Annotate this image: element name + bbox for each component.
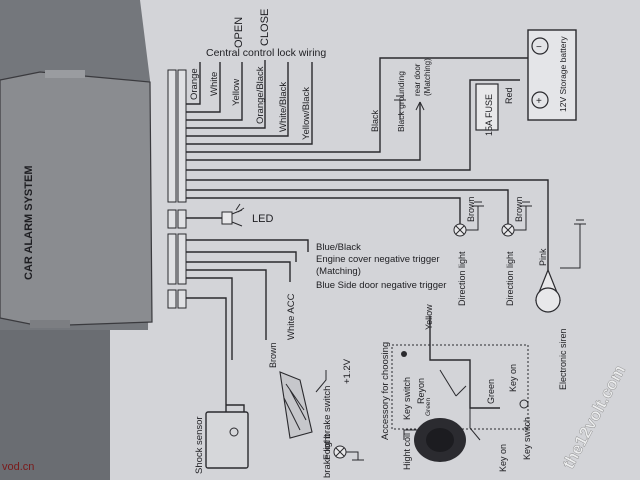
pink-wire-label: Pink	[538, 248, 548, 266]
header-labels: OPEN CLOSE Central control lock wiring	[206, 9, 326, 59]
brake-labels: +1.2V Foot brake switch brake light	[322, 358, 353, 478]
acc-labels: White ACC Brown	[268, 293, 297, 368]
corner-watermark: vod.cn	[2, 461, 34, 473]
key-switch-bottom-label: Key switch	[522, 417, 532, 460]
shock-sensor	[205, 405, 249, 469]
trigger-wires	[186, 239, 309, 405]
foot-brake-label: Foot brake switch	[322, 386, 333, 460]
battery-minus-sign: −	[536, 42, 542, 53]
power-labels: Black Black grounding rear door (Matchin…	[370, 58, 514, 132]
brown-label-1: Brown	[466, 196, 476, 222]
storage-battery: − + 12V Storage battery	[527, 29, 577, 121]
wire-label-orange-black: Orange/Black	[255, 66, 266, 124]
black-wire-label: Black	[370, 109, 380, 132]
red-wire-label: Red	[504, 87, 514, 104]
brown-label-2: Brown	[514, 196, 524, 222]
led-indicator: LED	[186, 203, 273, 227]
brown-acc-label: Brown	[268, 342, 278, 368]
shock-sensor-label: Shock sensor	[194, 416, 205, 474]
blue-black-label: Blue/Black	[316, 242, 361, 253]
direction-light-circuit	[186, 179, 549, 250]
black-grounding-label: Black grounding	[396, 71, 406, 132]
fuse-15a: 15A FUSE	[475, 83, 499, 136]
blue-side-door-label: Blue Side door negative trigger	[316, 280, 446, 291]
key-on-label-1: Key on	[508, 364, 518, 392]
power-wires	[186, 57, 530, 171]
central-lock-label: Central control lock wiring	[206, 47, 326, 59]
wire-label-orange: Orange	[189, 68, 200, 100]
trigger-labels: Blue/Black Engine cover negative trigger…	[316, 242, 446, 291]
high-coil-label: Hight coil	[402, 433, 412, 470]
wire-label-yellow: Yellow	[231, 79, 242, 106]
engine-cover-label: Engine cover negative trigger	[316, 254, 440, 265]
module-title: CAR ALARM SYSTEM	[23, 166, 35, 280]
green-small-label: Green	[425, 398, 432, 416]
rear-door-label: rear door	[413, 63, 422, 96]
direction-light-label-2: Direction light	[505, 251, 515, 306]
electronic-siren-label: Electronic siren	[558, 328, 568, 390]
connector-blocks	[167, 69, 187, 309]
lock-wire-labels: Orange White Yellow Orange/Black White/B…	[189, 66, 312, 140]
brake-light-label: brake light	[322, 434, 333, 478]
rear-door-matching-label: (Matching)	[423, 58, 432, 96]
alarm-module: CAR ALARM SYSTEM	[0, 70, 153, 328]
yellow-wire-label: Yellow	[424, 304, 434, 330]
direction-light-label-1: Direction light	[457, 251, 467, 306]
reyon-label: Reyon	[416, 378, 426, 404]
key-switch-relay	[391, 316, 529, 441]
battery-plus-terminal	[531, 91, 549, 109]
fuse-label: 15A FUSE	[484, 94, 494, 136]
wire-label-white: White	[209, 72, 220, 96]
close-label: CLOSE	[259, 9, 271, 46]
voltage-label: +1.2V	[342, 358, 353, 384]
engine-cover-matching-label: (Matching)	[316, 266, 361, 277]
high-coil	[403, 418, 466, 462]
green-label: Green	[486, 379, 496, 404]
battery-minus-terminal	[531, 37, 549, 55]
white-acc-label: White ACC	[286, 293, 297, 340]
wire-label-yellow-black: Yellow/Black	[301, 87, 312, 140]
siren-labels: Pink Electronic siren	[538, 248, 568, 390]
key-switch-top-label: Key switch	[402, 377, 412, 420]
battery-label: 12V Storage battery	[558, 36, 568, 112]
central-lock-wires	[186, 60, 313, 145]
accessory-label: Accessory for choosing	[380, 342, 391, 440]
led-label: LED	[252, 213, 273, 225]
wire-label-white-black: White/Black	[278, 82, 289, 132]
battery-plus-sign: +	[536, 96, 542, 107]
direction-light-labels: Brown Brown Direction light Direction li…	[457, 196, 524, 306]
open-label: OPEN	[233, 17, 245, 48]
key-switch-labels: Yellow Accessory for choosing Key switch…	[380, 304, 532, 472]
key-on-label-2: Key on	[498, 444, 508, 472]
electronic-siren	[535, 219, 586, 313]
